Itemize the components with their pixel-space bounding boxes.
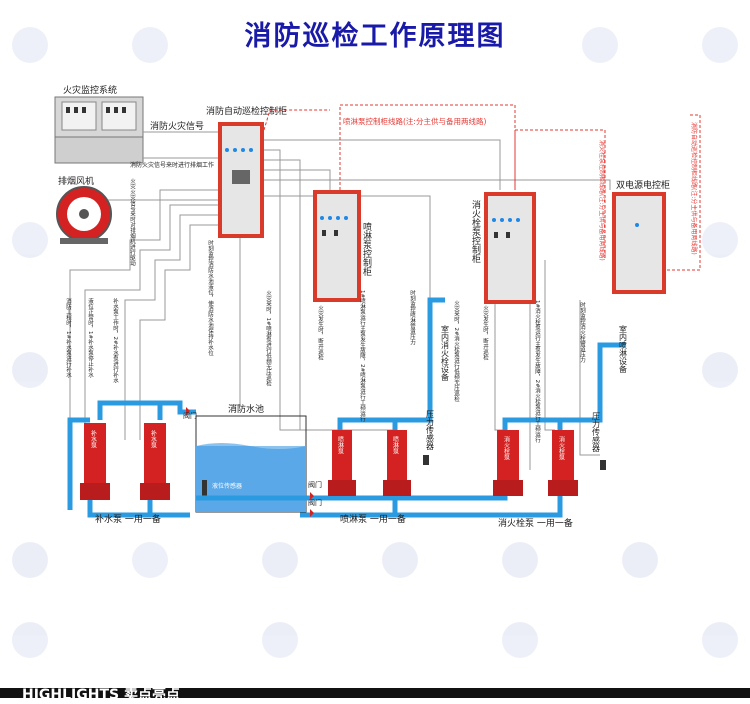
- spray-pump-label-1: 喷淋泵: [337, 435, 344, 454]
- valve-label-3: 阀门: [308, 498, 322, 507]
- v-refill: 补水泵工作时，2#补水泵进行补水: [112, 297, 119, 384]
- v-monitor: 时刻监控消防水池液位，使消防水池保持补水位: [207, 239, 214, 356]
- exhaust-fan-label: 排烟风机: [58, 175, 94, 187]
- pumps: [80, 423, 578, 500]
- refill-pump-1: [80, 423, 110, 500]
- spray-cabinet-label: 喷淋泵控制柜: [361, 222, 372, 277]
- valve-icons: [186, 407, 314, 517]
- v-level: 液位正常时，1#补水泵停止补水: [87, 297, 94, 378]
- hydrant-pump-label-1: 消火栓泵: [503, 435, 510, 460]
- v-hyd3: 1#消火栓泵运行主泵发生故障，2#消火栓泵进行工频运行: [534, 300, 541, 444]
- spray-group-label: 喷淋泵 一用一备: [340, 513, 406, 525]
- pool-label: 消防水池: [228, 403, 264, 415]
- valve-label-1: 阀门: [183, 411, 197, 420]
- spray-cabinet: [313, 190, 361, 302]
- bottom-bar: [0, 688, 750, 698]
- watermark-group: [12, 27, 738, 658]
- pressure-sensor-icons: [423, 455, 606, 470]
- hydrant-cabinet: [484, 192, 536, 304]
- level-sensor-label: 液位传感器: [212, 482, 242, 490]
- spray-pump-1: [328, 430, 356, 496]
- refill-pump-label-1: 补水泵: [90, 429, 97, 448]
- v-spray2: 火灾发生时，断开巡检: [317, 305, 324, 361]
- dual-power-label: 双电源电控柜: [616, 179, 670, 191]
- hydrant-group-label: 消火栓泵 一用一备: [498, 517, 573, 529]
- refill-pump-label-2: 补水泵: [150, 429, 157, 448]
- auto-cabinet-label: 消防自动巡检控制柜: [206, 105, 287, 117]
- hydrant-pump-label-2: 消火栓泵: [558, 435, 565, 460]
- v-spray3: 1#喷淋泵运行主泵发生故障，2#喷淋泵进行工频运行: [359, 290, 366, 423]
- v-hyd4: 时刻监控消火栓管道压力: [579, 301, 586, 364]
- pressure-sensor-label-1: 压力传感器: [426, 410, 435, 451]
- bottom-highlights: HIGHLIGHTS 卖点亮点: [22, 687, 180, 703]
- hydrant-pump-1: [493, 430, 523, 496]
- v-fire-pump: 消防工程时，1#补水泵进行补水: [65, 297, 72, 378]
- v-spray1: 火灾来时，1#喷淋泵进行低频无压巡检: [265, 290, 272, 387]
- refill-pump-2: [140, 423, 170, 500]
- fire-monitor-panel: [54, 96, 144, 164]
- v-hyd2: 火灾发生时，断开巡检: [482, 305, 489, 361]
- refill-group-label: 补水泵 一用一备: [95, 513, 161, 525]
- pressure-sensor-label-2: 压力传感器: [592, 412, 601, 453]
- fire-pool: [195, 415, 307, 513]
- fire-monitor-label: 火灾监控系统: [63, 84, 117, 96]
- v-fire-signal: 火灾火灾信号来时对排烟机进行驱动: [129, 178, 136, 267]
- hydrant-pump-2: [548, 430, 578, 496]
- dual-power-cabinet: [612, 192, 666, 294]
- valve-label-2: 阀门: [308, 480, 322, 489]
- spray-pump-label-2: 喷淋泵: [392, 435, 399, 454]
- auto-cabinet: [218, 122, 264, 238]
- hydrant-cabinet-label: 消火栓泵控制柜: [470, 199, 481, 264]
- hydrant-cabinet-line-label: 消火栓泵控制柜线路(注:分主供与备用两线路): [598, 140, 606, 261]
- v-hyd1: 火灾来时，2#消火栓泵进行低频无压巡检: [453, 300, 460, 403]
- exhaust-fan: [56, 186, 112, 244]
- indoor-hydrant-label: 室内消火栓设备: [441, 324, 450, 382]
- spray-cabinet-line-label: 喷淋泵控制柜线路(注:分主供与备用两线路): [343, 116, 486, 126]
- fire-signal-label: 消防火灾信号: [150, 120, 204, 132]
- page-title: 消防巡检工作原理图: [244, 21, 506, 52]
- spray-pump-2: [383, 430, 411, 496]
- fire-signal-exhaust-label: 消防火灾信号来时进行排烟工作: [130, 161, 214, 169]
- indoor-spray-label: 室内喷淋设备: [619, 324, 628, 374]
- v-spray4: 时刻监控喷淋管道压力: [409, 289, 416, 347]
- auto-cabinet-line-label: 消防自动巡检控制柜线路(注:分主供与备用两线路): [690, 122, 698, 255]
